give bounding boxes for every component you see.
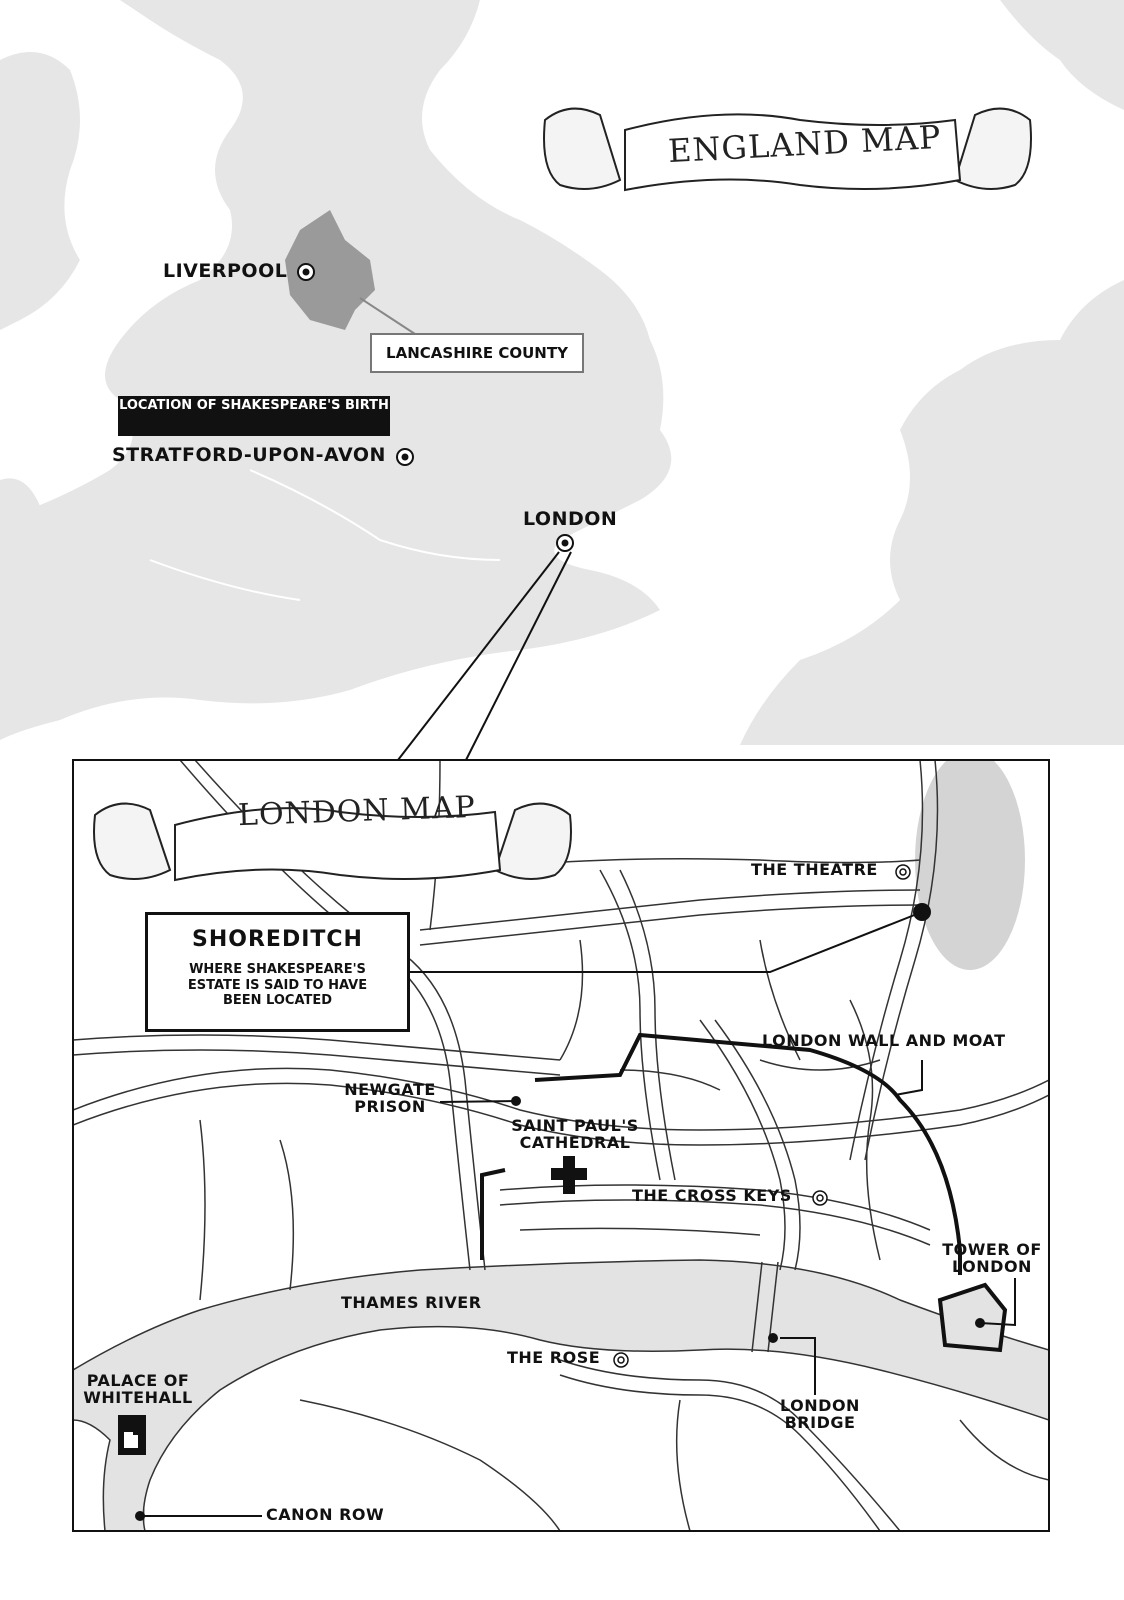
city-markers xyxy=(297,263,574,552)
whitehall-line-1: PALACE OF xyxy=(86,1371,190,1390)
the-cross-keys-label: THE CROSS KEYS xyxy=(632,1186,792,1205)
tower-of-london-shape xyxy=(937,1282,1008,1353)
the-rose-label: THE ROSE xyxy=(507,1348,601,1367)
london-label: LONDON xyxy=(523,508,618,530)
whitehall-line-2: WHITEHALL xyxy=(83,1387,193,1407)
london-bridge-line-1: LONDON xyxy=(780,1396,860,1415)
newgate-prison-label: NEWGATE PRISON xyxy=(340,1080,440,1116)
tower-line-1: TOWER OF xyxy=(942,1240,1042,1259)
london-wall-line xyxy=(534,1032,962,1275)
london-map-banner xyxy=(93,802,572,882)
lancashire-county-label: LANCASHIRE COUNTY xyxy=(370,333,584,373)
lancashire-county-shape xyxy=(285,210,375,330)
liverpool-label: LIVERPOOL xyxy=(163,260,288,282)
saint-pauls-line-2: CATHEDRAL xyxy=(519,1132,631,1152)
shoreditch-title: SHOREDITCH xyxy=(192,927,363,952)
birth-location-note: LOCATION OF SHAKESPEARE'S BIRTH xyxy=(118,396,390,436)
stratford-label: STRATFORD-UPON-AVON xyxy=(112,444,386,466)
saint-pauls-label: SAINT PAUL'S CATHEDRAL xyxy=(505,1116,645,1152)
shoreditch-description: WHERE SHAKESPEARE'S ESTATE IS SAID TO HA… xyxy=(187,962,368,1009)
palace-of-whitehall-label: PALACE OF WHITEHALL xyxy=(78,1371,198,1407)
canon-row-label: CANON ROW xyxy=(266,1505,385,1524)
the-theatre-label: THE THEATRE xyxy=(751,860,878,879)
london-wall-label: LONDON WALL AND MOAT xyxy=(762,1031,1006,1050)
palace-of-whitehall-icon xyxy=(118,1415,146,1455)
london-bridge-line-2: BRIDGE xyxy=(784,1412,856,1432)
newgate-line-2: PRISON xyxy=(354,1096,426,1116)
thames-river-label: THAMES RIVER xyxy=(341,1293,482,1312)
saint-pauls-cross-icon xyxy=(551,1156,587,1194)
london-bridge-label: LONDON BRIDGE xyxy=(770,1396,870,1432)
london-map-frame xyxy=(73,760,1049,1531)
shoreditch-callout: SHOREDITCH WHERE SHAKESPEARE'S ESTATE IS… xyxy=(145,912,410,1032)
newgate-line-1: NEWGATE xyxy=(344,1080,436,1099)
tower-of-london-label: TOWER OF LONDON xyxy=(937,1240,1047,1276)
thames-river-shape xyxy=(73,1259,1049,1531)
england-map-banner xyxy=(543,107,1032,192)
saint-pauls-line-1: SAINT PAUL'S xyxy=(511,1116,639,1135)
tower-line-2: LONDON xyxy=(952,1256,1032,1276)
